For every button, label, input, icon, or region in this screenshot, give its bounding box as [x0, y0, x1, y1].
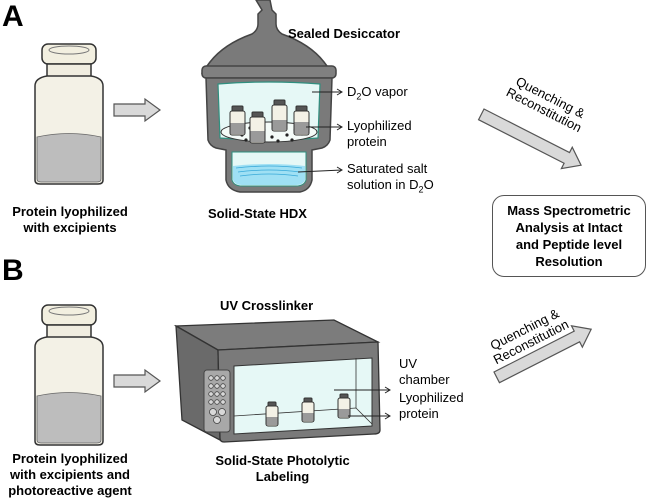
- callout-lyophilized-protein-b: Lyophilized protein: [399, 390, 464, 421]
- panel-letter-b: B: [2, 254, 24, 287]
- vial-icon-b: [34, 304, 104, 446]
- desiccator-title: Sealed Desiccator: [288, 26, 401, 41]
- vial-label-b: Protein lyophilized with excipients and …: [8, 451, 132, 498]
- process-label-photolytic: Solid-State Photolytic Labeling: [215, 453, 350, 484]
- arrow-right-icon-b: [113, 368, 162, 394]
- arrow-right-icon-a: [113, 97, 162, 123]
- callout-uv-chamber: UV chamber: [399, 356, 450, 387]
- process-label-hdx: Solid-State HDX: [208, 206, 307, 221]
- panel-letter-a: A: [2, 0, 24, 33]
- vial-label-a: Protein lyophilized with excipients: [12, 204, 128, 235]
- callout-d2o-vapor: D2O vapor: [347, 84, 408, 102]
- uv-crosslinker-icon: [173, 319, 391, 443]
- quench-arrow-icon-b: [493, 324, 593, 384]
- uv-crosslinker-title: UV Crosslinker: [220, 298, 314, 313]
- callout-lyophilized-protein-a: Lyophilized protein: [347, 118, 412, 149]
- desiccator-icon: [201, 0, 343, 193]
- callout-salt-solution: Saturated salt solution in D2O: [347, 161, 434, 195]
- vial-icon-a: [34, 43, 104, 185]
- quench-arrow-icon-a: [477, 108, 582, 170]
- ms-analysis-box: Mass Spectrometric Analysis at Intact an…: [492, 195, 646, 277]
